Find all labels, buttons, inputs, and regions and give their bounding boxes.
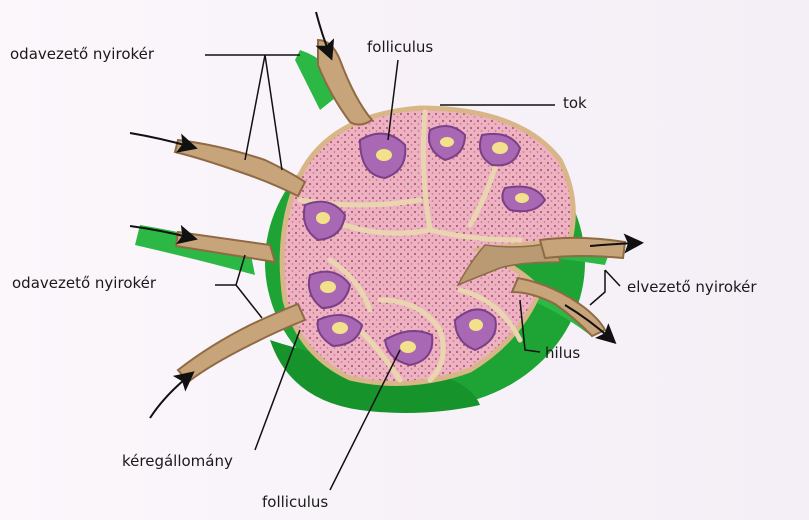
label-efferent: elvezető nyirokér: [627, 278, 757, 296]
arrow-icon: [150, 375, 190, 418]
label-afferent-left: odavezető nyirokér: [12, 274, 156, 292]
label-cortex: kéregállomány: [122, 452, 233, 470]
afferent-vessel-top: [318, 40, 372, 125]
label-afferent-top: odavezető nyirokér: [10, 45, 154, 63]
label-capsule: tok: [563, 94, 587, 112]
label-hilus: hilus: [545, 344, 580, 362]
afferent-vessel-upper-left: [175, 140, 305, 196]
label-follicle-top: folliculus: [367, 38, 433, 56]
label-follicle-bottom: folliculus: [262, 493, 328, 511]
efferent-vessel-upper: [540, 238, 625, 258]
